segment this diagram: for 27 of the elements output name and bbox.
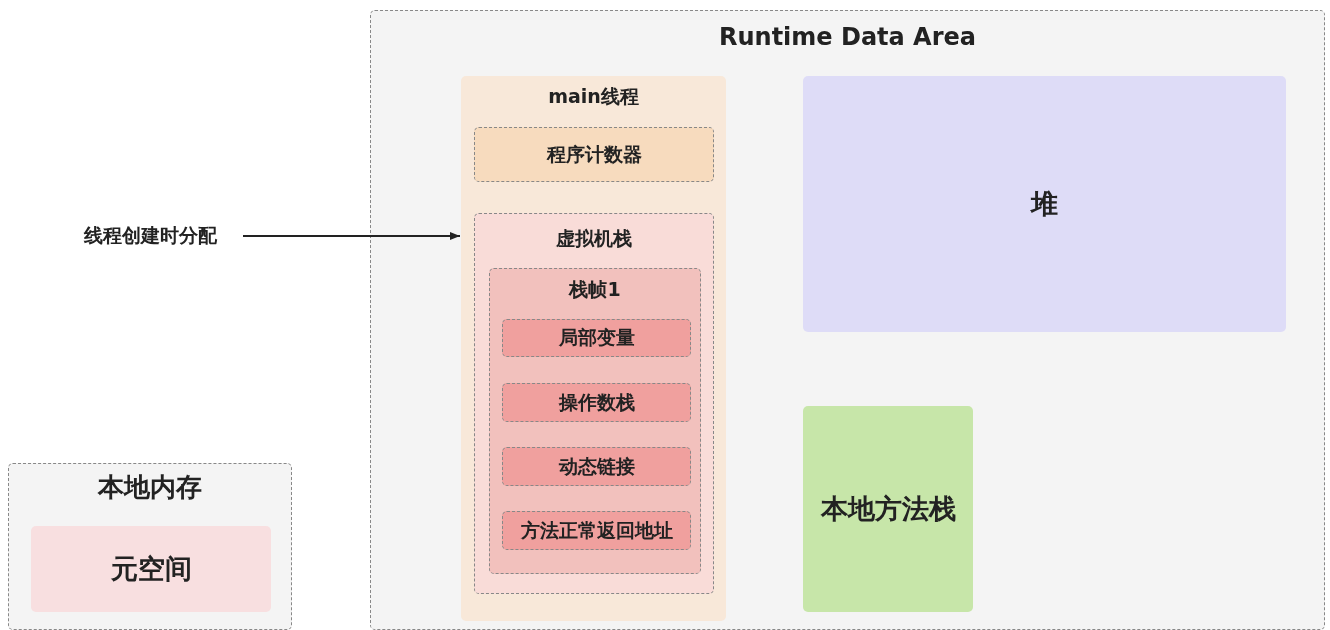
- process-box: [502, 447, 691, 486]
- box-heading: 本地内存: [97, 471, 203, 504]
- box-heading: 本地方法栈: [819, 492, 957, 526]
- box-heading: 程序计数器: [545, 141, 643, 167]
- thread-panel: [461, 76, 726, 621]
- box-heading: 虚拟机栈: [555, 226, 633, 251]
- box-heading: 方法正常返回地址: [519, 517, 674, 543]
- process-box: [474, 127, 714, 182]
- process-box: [803, 406, 973, 612]
- box-heading: 操作数栈: [557, 389, 636, 415]
- process-box: [502, 383, 691, 422]
- box-heading: main线程: [547, 84, 640, 109]
- arrow: [242, 232, 461, 240]
- box-heading: 元空间: [109, 552, 193, 586]
- box-heading: Runtime Data Area: [718, 23, 977, 51]
- memory-panel: [8, 463, 292, 630]
- process-box: [502, 511, 691, 550]
- process-box: [502, 319, 691, 357]
- box-heading: 栈帧1: [567, 277, 622, 302]
- box-heading: 动态链接: [557, 453, 636, 479]
- note-text: 线程创建时分配: [82, 223, 218, 248]
- box-heading: 堆: [1029, 187, 1059, 221]
- frame-panel: [489, 268, 701, 574]
- process-box: [803, 76, 1286, 332]
- area-panel: [370, 10, 1325, 630]
- stack-panel: [474, 213, 714, 594]
- box-heading: 局部变量: [557, 325, 636, 350]
